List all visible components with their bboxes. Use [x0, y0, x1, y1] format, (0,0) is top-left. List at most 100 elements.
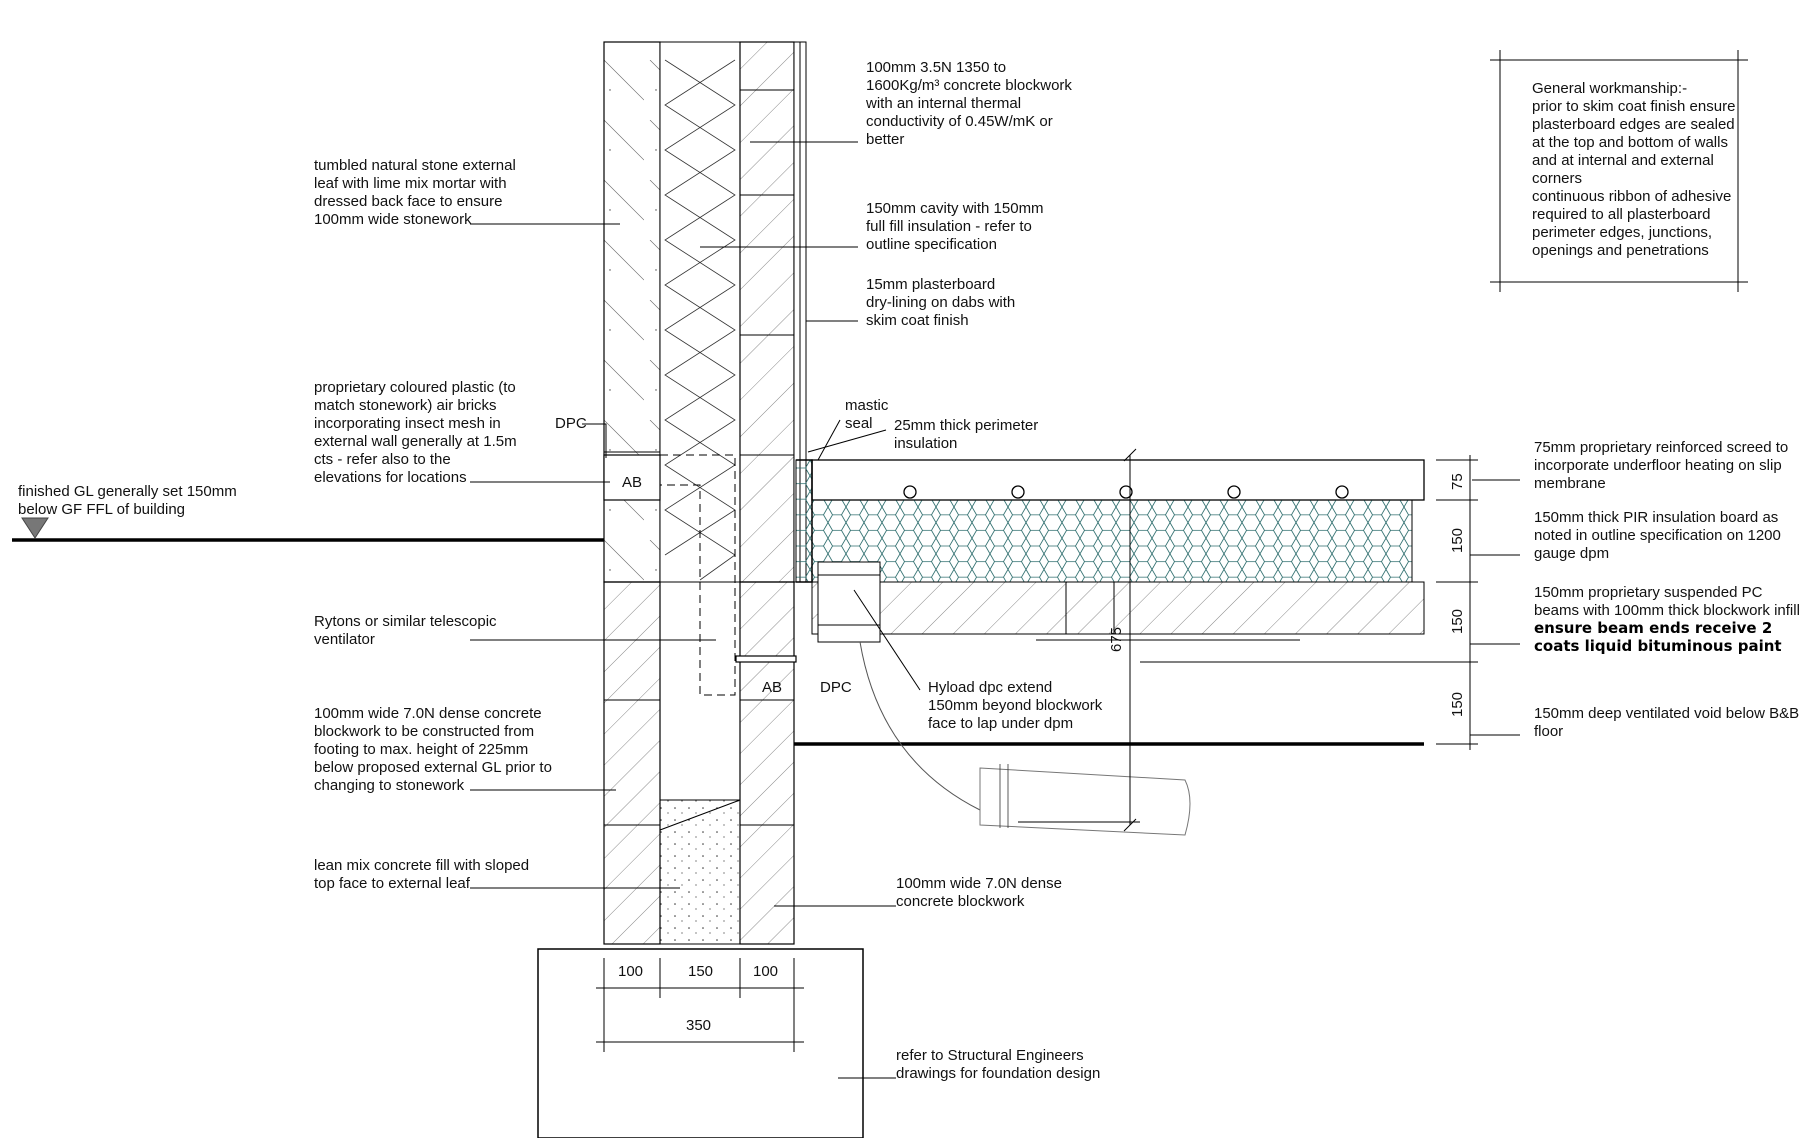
note-hyload: Hyload dpc extend 150mm beyond blockwork…: [928, 679, 1103, 732]
svg-text:refer to Structural Engineers: refer to Structural Engineers: [896, 1047, 1084, 1064]
note-void: 150mm deep ventilated void below B&B flo…: [1534, 705, 1799, 740]
ventilator-sleeve: [817, 561, 881, 643]
svg-text:finished GL generally set 150m: finished GL generally set 150mm: [18, 483, 237, 500]
svg-text:100mm wide stonework: 100mm wide stonework: [314, 211, 472, 228]
outer-dense-blockwork: [603, 581, 661, 945]
svg-text:corners: corners: [1532, 170, 1582, 187]
svg-text:with an internal thermal: with an internal thermal: [865, 95, 1021, 112]
leader-lines: [470, 141, 1520, 1079]
note-cavity: 150mm cavity with 150mm full fill insula…: [866, 200, 1044, 253]
svg-text:top face to external leaf: top face to external leaf: [314, 875, 471, 892]
svg-text:external wall generally at 1.5: external wall generally at 1.5m: [314, 433, 517, 450]
svg-text:150mm thick PIR insulation boa: 150mm thick PIR insulation board as: [1534, 509, 1778, 526]
width-dim-outer: 100: [618, 963, 643, 980]
svg-text:dry-lining on dabs with: dry-lining on dabs with: [866, 294, 1015, 311]
svg-text:Hyload dpc extend: Hyload dpc extend: [928, 679, 1052, 696]
svg-text:100mm wide 7.0N dense concrete: 100mm wide 7.0N dense concrete: [314, 705, 542, 722]
width-dim-cavity: 150: [688, 963, 713, 980]
note-dense-block-outer: 100mm wide 7.0N dense concrete blockwork…: [314, 705, 552, 794]
svg-text:75mm proprietary reinforced sc: 75mm proprietary reinforced screed to: [1534, 439, 1788, 456]
svg-text:150mm cavity with 150mm: 150mm cavity with 150mm: [866, 200, 1044, 217]
svg-text:elevations for locations: elevations for locations: [314, 469, 467, 486]
insulation-zigzag: [664, 59, 736, 581]
note-beams: 150mm proprietary suspended PC beams wit…: [1534, 584, 1800, 655]
svg-text:floor: floor: [1534, 723, 1563, 740]
beam-block-infill: [811, 581, 1425, 635]
inner-dense-blockwork: [739, 581, 795, 945]
svg-text:15mm plasterboard: 15mm plasterboard: [866, 276, 995, 293]
svg-text:gauge dpm: gauge dpm: [1534, 545, 1609, 562]
ab-label-upper: AB: [622, 474, 642, 491]
workmanship-box: [1490, 50, 1748, 292]
svg-text:match stonework) air bricks: match stonework) air bricks: [314, 397, 497, 414]
width-dimensions: 100 150 100 350: [596, 958, 804, 1052]
svg-text:incorporating insect mesh in: incorporating insect mesh in: [314, 415, 501, 432]
svg-text:skim coat finish: skim coat finish: [866, 312, 969, 329]
level-dim-screed: 75: [1449, 473, 1466, 490]
note-finished-gl: finished GL generally set 150mm below GF…: [18, 483, 237, 518]
svg-text:blockwork to be constructed fr: blockwork to be constructed from: [314, 723, 534, 740]
hyload-dpc: [796, 459, 813, 583]
svg-text:continuous ribbon of adhesive: continuous ribbon of adhesive: [1532, 188, 1731, 205]
svg-text:drawings for foundation design: drawings for foundation design: [896, 1065, 1100, 1082]
depth-dimension: 675: [1108, 627, 1125, 652]
telescopic-ventilator: [660, 454, 736, 696]
ventilator-bend: [859, 641, 981, 811]
svg-text:proprietary coloured plastic (: proprietary coloured plastic (to: [314, 379, 516, 396]
svg-text:membrane: membrane: [1534, 475, 1606, 492]
svg-text:seal: seal: [845, 415, 873, 432]
note-mastic: mastic seal: [845, 397, 889, 432]
lower-dpc-strip: [735, 655, 797, 663]
level-dim-pir: 150: [1449, 528, 1466, 553]
note-pir: 150mm thick PIR insulation board as note…: [1534, 509, 1781, 562]
svg-text:and at internal and external: and at internal and external: [1532, 152, 1714, 169]
svg-text:ensure beam ends receive 2: ensure beam ends receive 2: [1534, 619, 1772, 637]
pir-insulation: [811, 499, 1413, 583]
inner-blockwork-leaf: [739, 41, 795, 583]
svg-text:mastic: mastic: [845, 397, 889, 414]
svg-text:cts - refer also to the: cts - refer also to the: [314, 451, 451, 468]
svg-text:dressed back face to ensure: dressed back face to ensure: [314, 193, 502, 210]
svg-text:tumbled natural stone external: tumbled natural stone external: [314, 157, 516, 174]
note-blockwork-inner: 100mm 3.5N 1350 to 1600Kg/m³ concrete bl…: [865, 59, 1072, 148]
note-ventilator: Rytons or similar telescopic ventilator: [314, 613, 497, 648]
svg-text:below proposed external GL pri: below proposed external GL prior to: [314, 759, 552, 776]
lean-mix-fill: [659, 799, 741, 945]
width-dim-inner: 100: [753, 963, 778, 980]
svg-text:openings and penetrations: openings and penetrations: [1532, 242, 1709, 259]
svg-text:coats liquid bituminous paint: coats liquid bituminous paint: [1534, 637, 1782, 655]
svg-text:better: better: [866, 131, 904, 148]
svg-text:plasterboard edges are sealed: plasterboard edges are sealed: [1532, 116, 1735, 133]
ground-level-marker-icon: [21, 517, 49, 539]
wall-assembly: [603, 41, 807, 945]
note-workmanship: General workmanship:- prior to skim coat…: [1532, 80, 1735, 259]
note-air-bricks: proprietary coloured plastic (to match s…: [314, 379, 517, 486]
svg-text:prior to skim coat finish ensu: prior to skim coat finish ensure: [1532, 98, 1735, 115]
level-dim-void: 150: [1449, 692, 1466, 717]
svg-text:full fill insulation - refer t: full fill insulation - refer to: [866, 218, 1032, 235]
svg-text:changing to stonework: changing to stonework: [314, 777, 465, 794]
ventilator-outlet: [979, 767, 1191, 836]
note-plasterboard: 15mm plasterboard dry-lining on dabs wit…: [866, 276, 1015, 329]
svg-text:ventilator: ventilator: [314, 631, 375, 648]
svg-text:25mm thick perimeter: 25mm thick perimeter: [894, 417, 1038, 434]
note-dense-block-inner: 100mm wide 7.0N dense concrete blockwork: [896, 875, 1062, 910]
dpc-label-lower: DPC: [820, 679, 852, 696]
note-lean-mix: lean mix concrete fill with sloped top f…: [314, 857, 529, 892]
width-dim-total: 350: [686, 1017, 711, 1034]
stone-leaf: [603, 41, 661, 583]
floor-assembly: [794, 459, 1425, 836]
svg-text:insulation: insulation: [894, 435, 957, 452]
svg-text:1600Kg/m³ concrete blockwork: 1600Kg/m³ concrete blockwork: [866, 77, 1072, 94]
air-brick: [603, 454, 661, 501]
svg-text:lean mix concrete fill with sl: lean mix concrete fill with sloped: [314, 857, 529, 874]
ufh-pipes: [903, 485, 1349, 499]
svg-text:Rytons or similar telescopic: Rytons or similar telescopic: [314, 613, 497, 630]
level-dim-beams: 150: [1449, 609, 1466, 634]
svg-text:required to all plasterboard: required to all plasterboard: [1532, 206, 1710, 223]
svg-text:150mm deep ventilated void bel: 150mm deep ventilated void below B&B: [1534, 705, 1799, 722]
svg-text:150mm beyond blockwork: 150mm beyond blockwork: [928, 697, 1103, 714]
svg-text:at the top and bottom of walls: at the top and bottom of walls: [1532, 134, 1728, 151]
svg-text:incorporate underfloor heating: incorporate underfloor heating on slip: [1534, 457, 1782, 474]
